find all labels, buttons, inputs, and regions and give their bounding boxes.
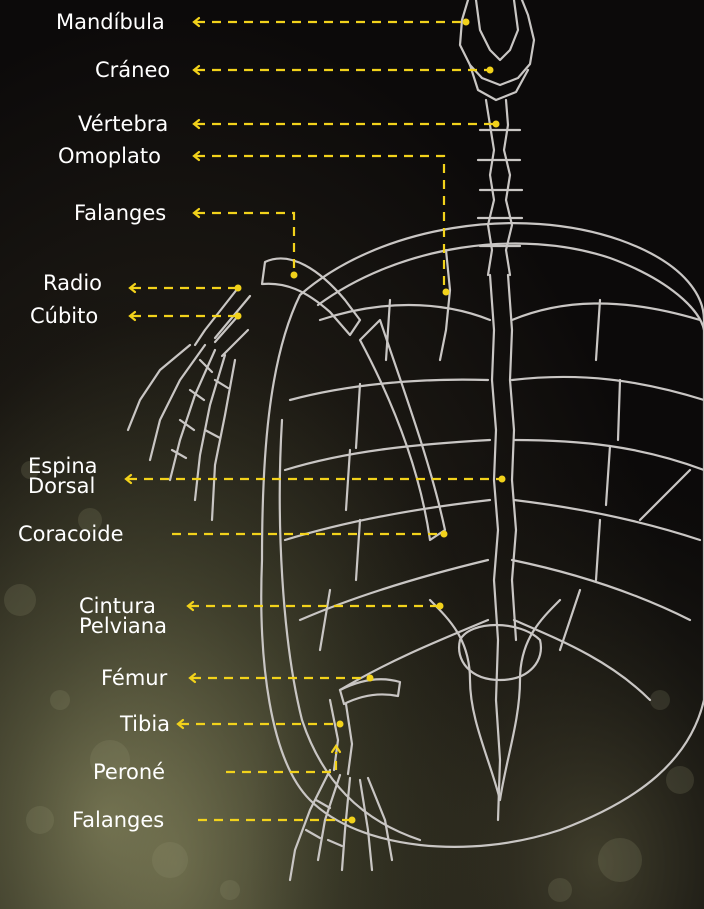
label-espina-line1: Espina xyxy=(28,456,98,476)
label-falanges-bottom: Falanges xyxy=(72,809,164,831)
spine xyxy=(490,275,500,820)
tibia xyxy=(330,700,352,774)
label-tibia: Tibia xyxy=(120,713,170,735)
label-perone: Peroné xyxy=(93,761,165,783)
front-phalanges xyxy=(128,345,235,520)
neck-vertebrae xyxy=(486,100,512,275)
label-falanges-top: Falanges xyxy=(74,202,166,224)
skull xyxy=(460,0,534,85)
label-espina-line2: Dorsal xyxy=(28,476,98,496)
leader-perone xyxy=(226,752,336,772)
leader-omoplato xyxy=(196,156,444,292)
femur xyxy=(340,679,400,704)
label-cubito: Cúbito xyxy=(30,305,98,327)
leader-falanges-top xyxy=(196,213,294,275)
label-omoplato: Omoplato xyxy=(58,145,161,167)
humerus xyxy=(262,258,360,335)
label-craneo: Cráneo xyxy=(95,59,170,81)
label-cintura-line1: Cintura xyxy=(79,596,167,616)
label-vertebra: Vértebra xyxy=(78,113,168,135)
label-cintura-pelviana: Cintura Pelviana xyxy=(79,596,167,636)
label-cintura-line2: Pelviana xyxy=(79,616,167,636)
label-espina-dorsal: Espina Dorsal xyxy=(28,456,98,496)
label-mandibula: Mandíbula xyxy=(56,11,165,33)
label-radio: Radio xyxy=(43,272,102,294)
ulna xyxy=(215,316,248,356)
label-femur: Fémur xyxy=(101,667,167,689)
label-coracoide: Coracoide xyxy=(18,523,124,545)
mandible xyxy=(476,0,518,60)
hind-phalanges xyxy=(290,770,392,880)
